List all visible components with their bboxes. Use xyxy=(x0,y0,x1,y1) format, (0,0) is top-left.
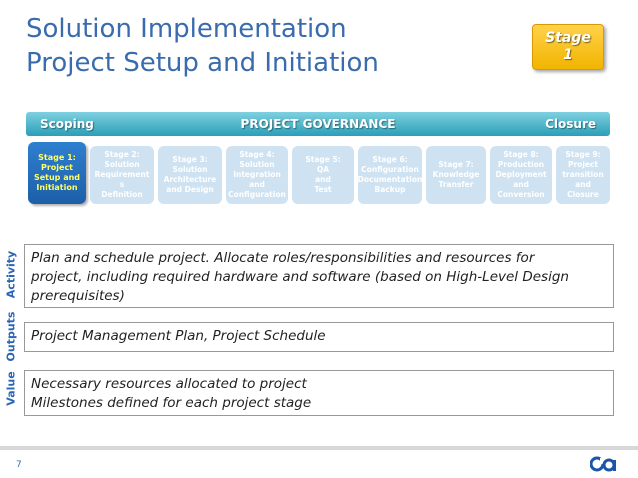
outputs-line-1: Project Management Plan, Project Schedul… xyxy=(31,328,326,344)
activity-line-2: project, including required hardware and… xyxy=(31,269,569,285)
outputs-box: Project Management Plan, Project Schedul… xyxy=(24,322,614,352)
governance-bar: PROJECT GOVERNANCE Scoping Closure xyxy=(26,112,610,136)
stage-badge-line-2: 1 xyxy=(563,47,573,63)
stage-5-label: Stage 5: QA and Test xyxy=(305,155,341,194)
stage-9-label: Stage 9: Project transition and Closure xyxy=(562,150,604,199)
value-label: Value xyxy=(4,371,18,406)
stage-1-label: Stage 1: Project Setup and Initiation xyxy=(33,153,81,192)
footer-divider xyxy=(0,446,638,450)
stage-9-box: Stage 9: Project transition and Closure xyxy=(556,146,610,204)
stage-6-box: Stage 6: Configuration Documentation Bac… xyxy=(358,146,422,204)
title-line-1: Solution Implementation xyxy=(26,14,347,44)
activity-box: Plan and schedule project. Allocate role… xyxy=(24,244,614,308)
stage-4-label: Stage 4: Solution Integration and Config… xyxy=(228,150,286,199)
stage-7-box: Stage 7: Knowledge Transfer xyxy=(426,146,486,204)
scoping-label: Scoping xyxy=(40,117,94,131)
page-title: Solution Implementation Project Setup an… xyxy=(26,12,379,80)
governance-label: PROJECT GOVERNANCE xyxy=(240,117,396,131)
stage-2-label: Stage 2: Solution Requirement s Definiti… xyxy=(94,150,150,199)
stage-badge-line-1: Stage xyxy=(545,30,591,46)
stage-7-label: Stage 7: Knowledge Transfer xyxy=(432,160,480,189)
stage-6-label: Stage 6: Configuration Documentation Bac… xyxy=(357,155,423,194)
stage-1-box: Stage 1: Project Setup and Initiation xyxy=(28,142,86,204)
value-line-1: Necessary resources allocated to project xyxy=(31,376,307,392)
stage-row: Stage 1: Project Setup and Initiation St… xyxy=(26,142,610,204)
activity-line-1: Plan and schedule project. Allocate role… xyxy=(31,250,535,266)
stage-8-box: Stage 8: Production Deployment and Conve… xyxy=(490,146,552,204)
ca-logo-icon xyxy=(590,456,616,472)
page-number: 7 xyxy=(16,460,22,470)
stage-2-box: Stage 2: Solution Requirement s Definiti… xyxy=(90,146,154,204)
stage-4-box: Stage 4: Solution Integration and Config… xyxy=(226,146,288,204)
stage-badge: Stage 1 xyxy=(532,24,604,70)
activity-label: Activity xyxy=(4,250,18,299)
stage-3-box: Stage 3: Solution Architecture and Desig… xyxy=(158,146,222,204)
value-box: Necessary resources allocated to project… xyxy=(24,370,614,416)
outputs-label: Outputs xyxy=(4,311,18,362)
stage-5-box: Stage 5: QA and Test xyxy=(292,146,354,204)
value-line-2: Milestones defined for each project stag… xyxy=(31,395,312,411)
stage-3-label: Stage 3: Solution Architecture and Desig… xyxy=(163,155,217,194)
closure-label: Closure xyxy=(545,117,596,131)
title-line-2: Project Setup and Initiation xyxy=(26,48,379,78)
stage-8-label: Stage 8: Production Deployment and Conve… xyxy=(495,150,547,199)
activity-line-3: prerequisites) xyxy=(31,288,125,304)
